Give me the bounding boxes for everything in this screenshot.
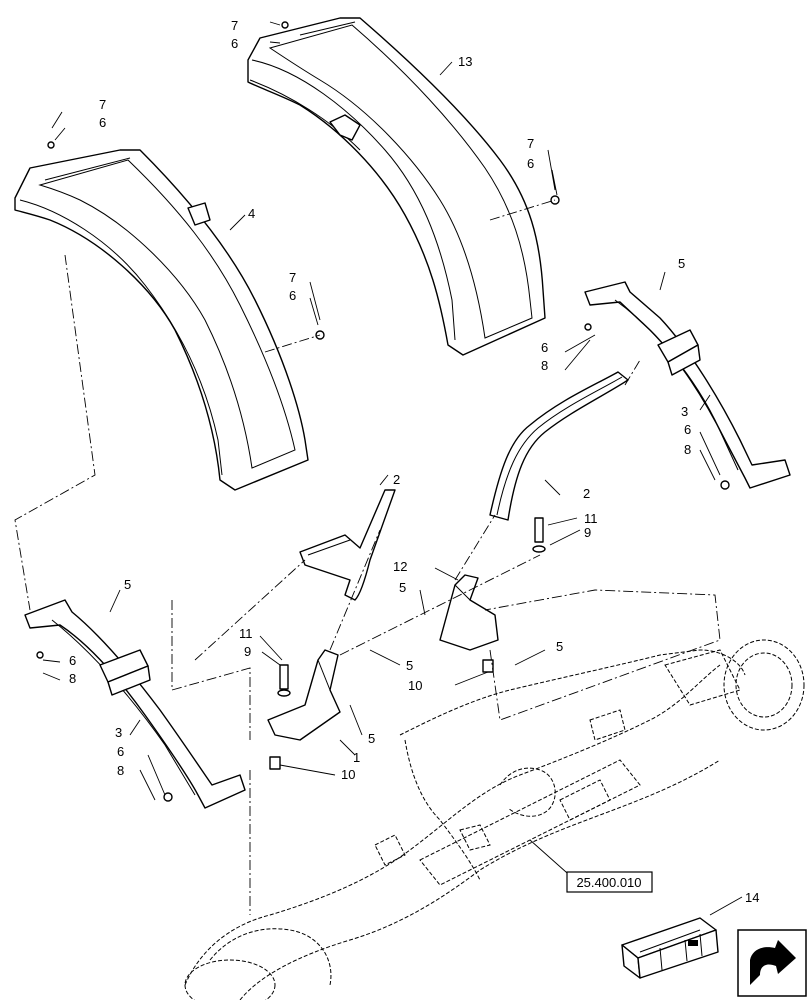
callout-10: 10 [408,678,422,693]
callout-labels: 13 4 7 6 7 6 7 6 7 6 5 6 8 3 6 8 2 2 11 … [69,18,759,905]
fender-13 [247,17,546,356]
callout-2: 2 [393,472,400,487]
callout-8: 8 [541,358,548,373]
callout-6: 6 [527,156,534,171]
reference-box[interactable]: 25.400.010 [566,871,653,893]
strap-2-right [489,371,629,521]
callout-13: 13 [458,54,472,69]
callout-1: 1 [353,750,360,765]
callout-2: 2 [583,486,590,501]
callout-10: 10 [341,767,355,782]
callout-6: 6 [117,744,124,759]
support-12 [439,574,499,651]
callout-5: 5 [399,580,406,595]
strap-2-left [299,489,396,601]
callout-8: 8 [117,763,124,778]
leader-lines [42,21,743,916]
callout-8: 8 [684,442,691,457]
callout-7: 7 [231,18,238,33]
callout-7: 7 [527,136,534,151]
callout-14: 14 [745,890,759,905]
callout-6: 6 [99,115,106,130]
callout-6: 6 [231,36,238,51]
callout-11: 11 [239,626,253,641]
callout-6: 6 [69,653,76,668]
support-1 [267,649,341,741]
callout-9: 9 [584,525,591,540]
callout-5: 5 [678,256,685,271]
bracket-3-left [24,599,246,809]
bracket-3-right [584,281,791,489]
callout-7: 7 [289,270,296,285]
front-axle [184,639,805,1000]
callout-6: 6 [684,422,691,437]
callout-5: 5 [124,577,131,592]
fender-4 [14,149,309,491]
callout-12: 12 [393,559,407,574]
reference-label: 25.400.010 [576,875,641,890]
assembly-lines [14,199,721,915]
callout-3: 3 [115,725,122,740]
callout-5: 5 [368,731,375,746]
callout-5: 5 [556,639,563,654]
callout-7: 7 [99,97,106,112]
callout-9: 9 [244,644,251,659]
callout-11: 11 [584,511,598,526]
callout-8: 8 [69,671,76,686]
callout-5: 5 [406,658,413,673]
arrow-navigation-icon[interactable] [737,929,807,997]
parts-kit-crate-icon [621,917,719,979]
callout-6: 6 [289,288,296,303]
callout-6: 6 [541,340,548,355]
callout-4: 4 [248,206,255,221]
callout-3: 3 [681,404,688,419]
